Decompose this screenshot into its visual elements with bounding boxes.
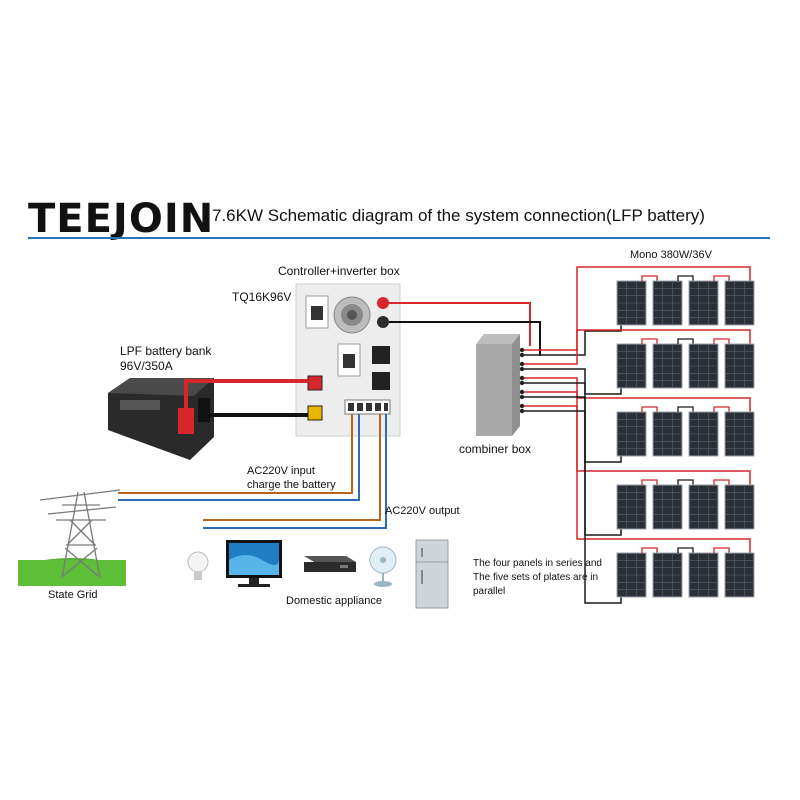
solar-panel <box>724 411 755 457</box>
series-link <box>641 547 658 553</box>
solar-panel <box>688 484 719 530</box>
solar-panel <box>688 280 719 326</box>
string-positive-wire <box>520 329 751 365</box>
combiner-input-terminal <box>519 361 525 367</box>
pv-string-wiring <box>519 266 751 604</box>
combiner-input-terminal <box>519 366 525 372</box>
refrigerator-icon <box>415 539 449 609</box>
solar-panel <box>652 343 683 389</box>
combiner-input-terminal <box>519 403 525 409</box>
panel-row <box>616 275 755 326</box>
solar-panel <box>652 411 683 457</box>
panel-spec-label: Mono 380W/36V <box>630 249 712 261</box>
ac-input-sublabel: charge the battery <box>247 479 336 491</box>
series-link <box>677 547 694 553</box>
solar-panel <box>616 280 647 326</box>
panel-row <box>616 338 755 389</box>
battery-negative-terminal <box>307 405 323 421</box>
combiner-input-terminal <box>519 375 525 381</box>
solar-panel <box>724 343 755 389</box>
ac-wiring <box>118 414 387 529</box>
solar-panel <box>616 484 647 530</box>
controller-box-label: Controller+inverter box <box>278 264 400 278</box>
panel-row <box>616 479 755 530</box>
dvd-player-icon <box>304 556 356 572</box>
battery-positive-cable <box>184 379 308 410</box>
combiner-box <box>476 334 520 436</box>
combiner-box-label: combiner box <box>459 442 532 456</box>
solar-panel <box>724 280 755 326</box>
solar-panel <box>724 484 755 530</box>
solar-panel <box>616 552 647 598</box>
teejoin-logo: TEEJOIN <box>28 196 215 242</box>
solar-panel <box>724 552 755 598</box>
model-label: TQ16K96V <box>232 290 292 304</box>
pv-positive-terminal <box>377 297 389 309</box>
series-link <box>713 338 730 344</box>
pv-positive-cable <box>389 302 531 346</box>
note-line-1: The four panels in series and <box>473 558 602 569</box>
panel-row <box>616 547 755 598</box>
combiner-input-terminal <box>519 408 525 414</box>
series-link <box>713 479 730 485</box>
battery-bank-label: LPF battery bank <box>120 344 212 358</box>
series-link <box>677 338 694 344</box>
panel-row <box>616 406 755 457</box>
combiner-input-terminal <box>519 394 525 400</box>
string-negative-wire <box>520 368 622 395</box>
television-icon <box>226 540 282 587</box>
solar-panel <box>652 552 683 598</box>
series-link <box>713 547 730 553</box>
series-link <box>641 275 658 281</box>
string-negative-wire <box>520 410 622 604</box>
electric-fan-icon <box>369 546 397 587</box>
series-link <box>641 406 658 412</box>
battery-bank <box>108 378 214 460</box>
string-positive-wire <box>520 266 751 351</box>
series-link <box>677 406 694 412</box>
state-grid-label: State Grid <box>48 589 98 601</box>
string-negative-wire <box>520 396 622 536</box>
series-link <box>713 275 730 281</box>
ac-output-label: AC220V output <box>385 505 460 517</box>
solar-panel <box>616 411 647 457</box>
combiner-input-terminal <box>519 389 525 395</box>
solar-panel <box>616 343 647 389</box>
series-link <box>641 479 658 485</box>
string-negative-wire <box>520 325 622 356</box>
series-link <box>641 338 658 344</box>
state-grid-pylon <box>18 489 126 586</box>
series-link <box>713 406 730 412</box>
domestic-appliance-label: Domestic appliance <box>286 595 382 607</box>
combiner-input-terminal <box>519 352 525 358</box>
pv-negative-cable <box>389 321 541 356</box>
combiner-input-terminal <box>519 347 525 353</box>
note-line-2: The five sets of plates are in <box>473 572 599 583</box>
light-bulb-icon <box>187 551 209 580</box>
series-link <box>677 479 694 485</box>
string-negative-wire <box>520 382 622 463</box>
note-line-3: parallel <box>473 586 506 597</box>
series-link <box>677 275 694 281</box>
combiner-input-terminal <box>519 380 525 386</box>
pv-negative-terminal <box>377 316 389 328</box>
battery-positive-terminal <box>307 375 323 391</box>
solar-panel <box>688 411 719 457</box>
solar-panel <box>688 343 719 389</box>
solar-panel <box>688 552 719 598</box>
battery-spec-label: 96V/350A <box>120 359 173 373</box>
diagram-title: 7.6KW Schematic diagram of the system co… <box>212 206 705 225</box>
solar-panel-array <box>616 275 755 598</box>
solar-panel <box>652 280 683 326</box>
solar-panel <box>652 484 683 530</box>
string-positive-wire <box>520 405 751 553</box>
ac-input-label: AC220V input <box>247 465 315 477</box>
